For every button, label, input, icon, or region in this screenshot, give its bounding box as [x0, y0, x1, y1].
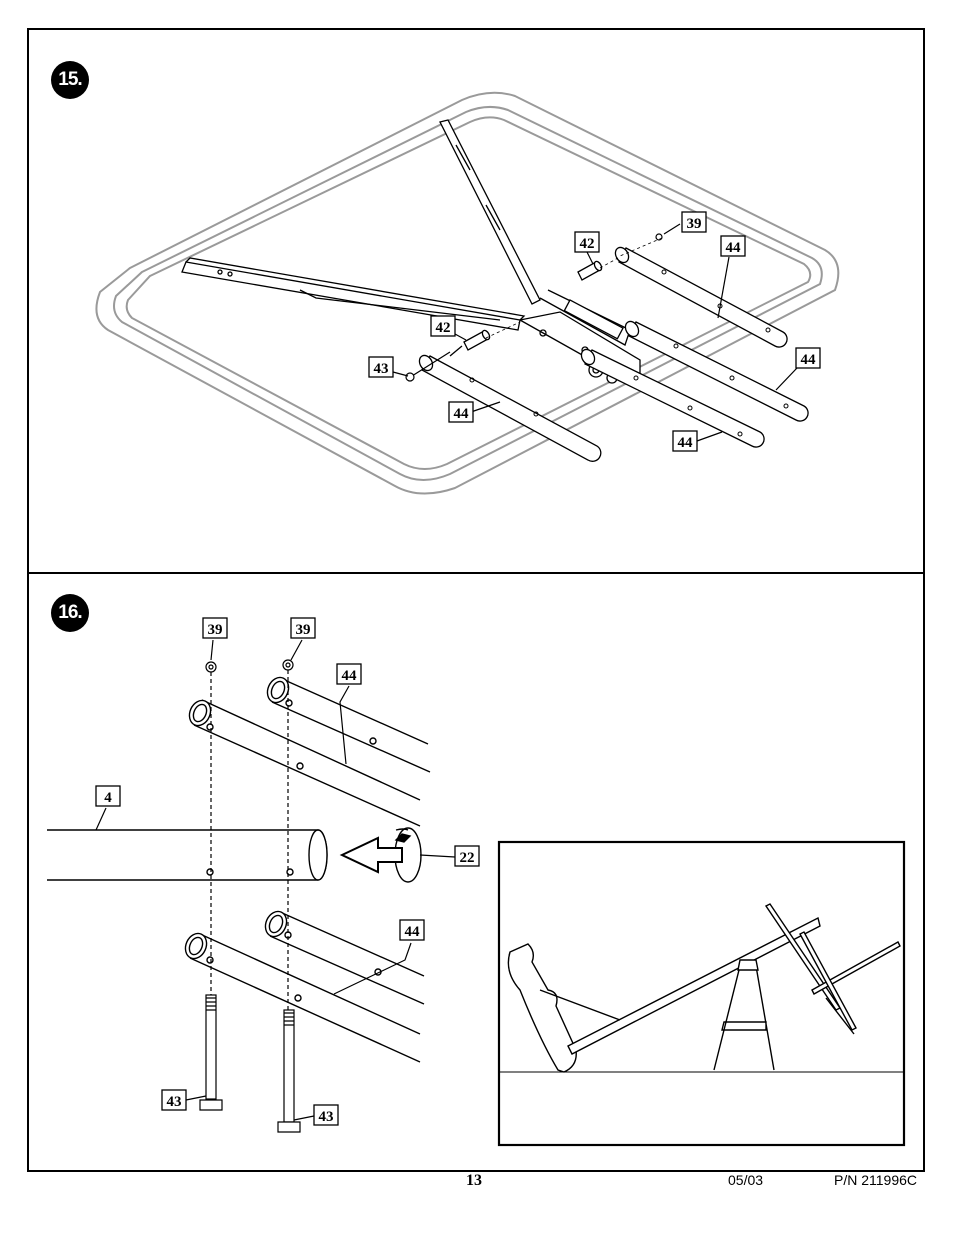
bolts-43 — [199, 994, 301, 1133]
callout-22: 22 — [460, 850, 475, 866]
callout-43-left: 43 — [167, 1094, 182, 1110]
step-16-number: 16. — [51, 594, 89, 632]
callout-39-left: 39 — [208, 622, 223, 638]
nuts-39 — [205, 659, 294, 673]
assembly-guides — [485, 237, 663, 339]
bolt-43 — [405, 351, 451, 382]
backboard-braces — [181, 119, 641, 384]
callout-44-lower: 44 — [405, 924, 421, 940]
callout-44-top: 44 — [726, 240, 742, 256]
callout-leaders-16 — [95, 639, 456, 1121]
callout-42-upper: 42 — [580, 236, 595, 252]
spacers-42 — [449, 260, 603, 357]
inset-assembled-view — [497, 840, 906, 1147]
alignment-lines — [210, 670, 289, 1010]
callout-39-right: 39 — [296, 622, 311, 638]
callout-39: 39 — [687, 216, 702, 232]
callout-42-lower: 42 — [436, 320, 451, 336]
callout-43-right: 43 — [319, 1109, 334, 1125]
end-cap-22 — [394, 827, 422, 883]
page-number: 13 — [466, 1172, 482, 1189]
part-number: P/N 211996C — [834, 1172, 918, 1188]
step-16-panel — [27, 572, 925, 1172]
step-15-number: 15. — [51, 61, 89, 99]
callout-44-right: 44 — [801, 352, 817, 368]
pole-4 — [47, 829, 328, 881]
callout-44-upper: 44 — [342, 668, 358, 684]
callout-boxes-15 — [368, 211, 821, 452]
callout-leaders-15 — [392, 223, 798, 442]
callout-44-left: 44 — [454, 406, 470, 422]
callout-boxes-16 — [95, 617, 480, 1126]
insert-arrow — [339, 836, 403, 874]
lower-tubes-44 — [184, 910, 425, 1063]
upper-tubes-44 — [188, 676, 431, 827]
revision-date: 05/03 — [728, 1172, 764, 1188]
callout-44-bottom: 44 — [678, 435, 694, 451]
callout-43: 43 — [374, 361, 389, 377]
callout-4: 4 — [104, 790, 112, 806]
